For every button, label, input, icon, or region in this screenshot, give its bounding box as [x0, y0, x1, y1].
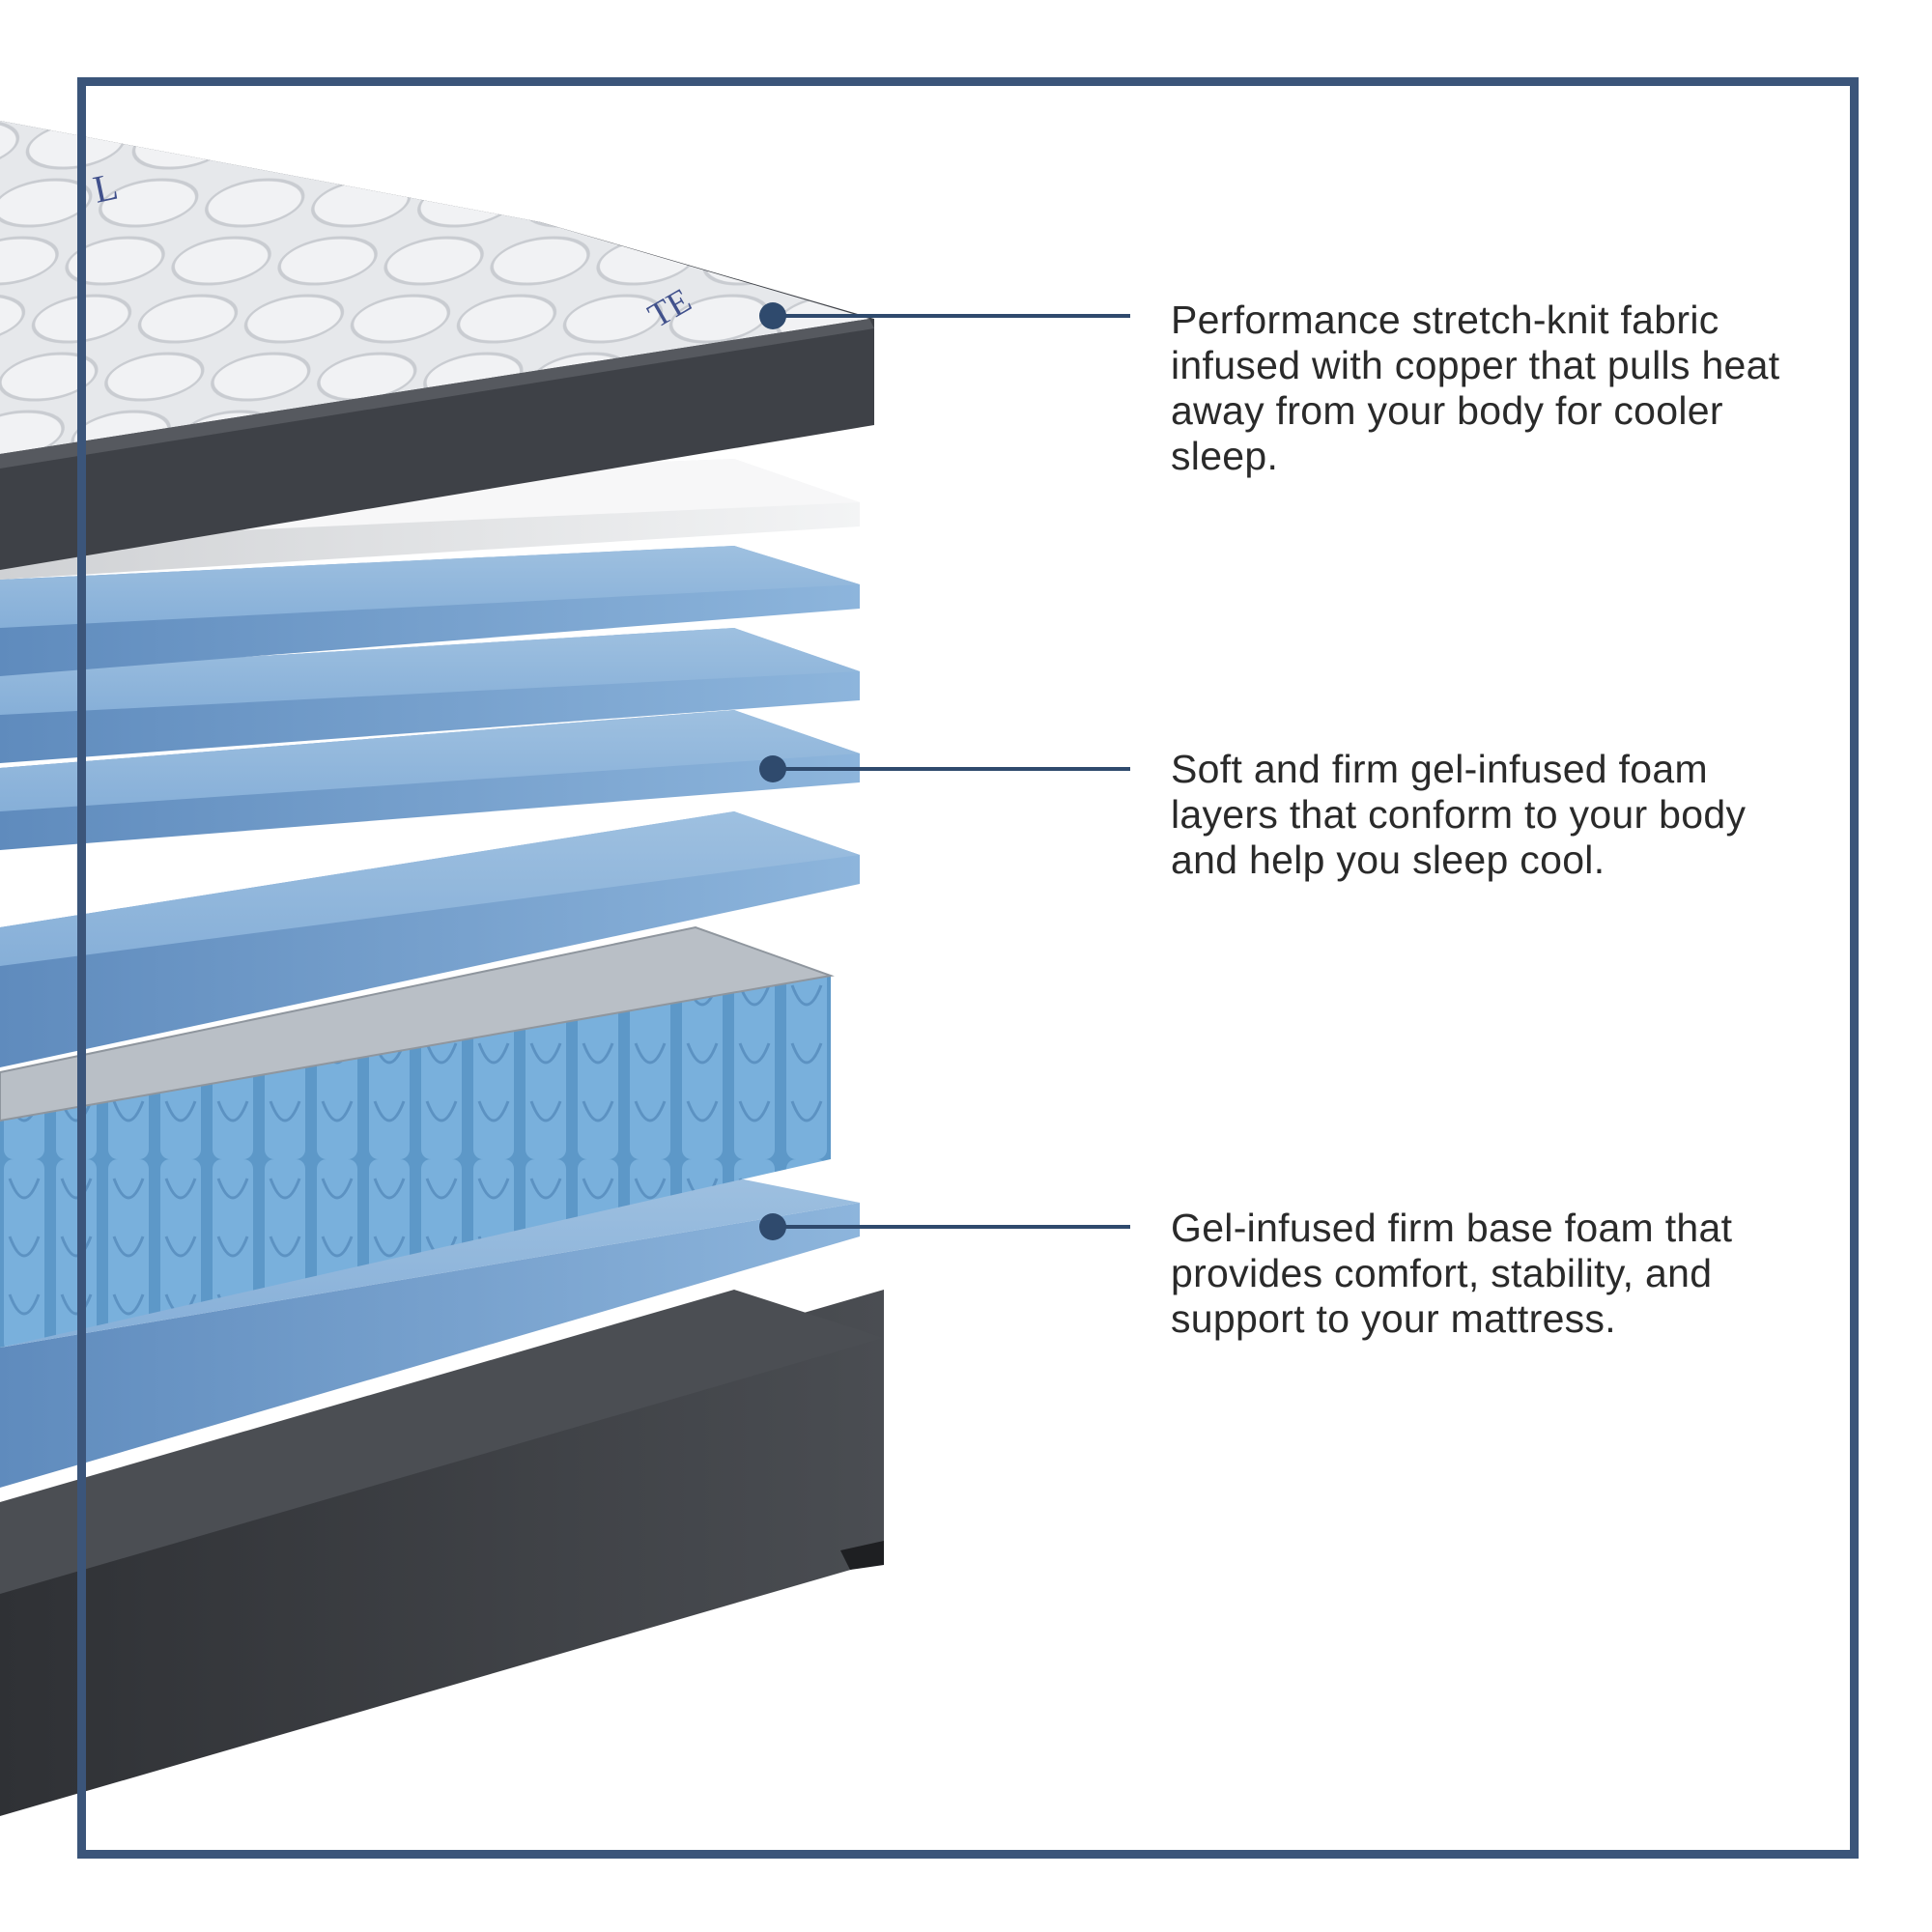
foam-layer-4: [0, 811, 860, 1067]
leader-3: [759, 1213, 1130, 1240]
leader-1-dot: [759, 302, 786, 329]
foam-layer-3: [0, 710, 860, 850]
callout-foam-layers-text: Soft and firm gel-infused foam layers th…: [1171, 747, 1747, 882]
callout-base-foam-text: Gel-infused firm base foam that provides…: [1171, 1206, 1733, 1341]
leader-2: [759, 755, 1130, 782]
callout-cover-text: Performance stretch-knit fabric infused …: [1171, 298, 1780, 478]
leader-2-dot: [759, 755, 786, 782]
leader-3-dot: [759, 1213, 786, 1240]
leader-1: [759, 302, 1130, 329]
pocketed-coil-layer: [0, 925, 835, 1348]
border-frame: [77, 77, 1859, 1859]
quilted-cover: L TE: [0, 121, 874, 570]
base-foam-layer: [0, 1174, 860, 1488]
foundation-base: [0, 1290, 884, 1816]
foam-layer-2: [0, 628, 860, 763]
foam-layer-1: [0, 546, 860, 676]
